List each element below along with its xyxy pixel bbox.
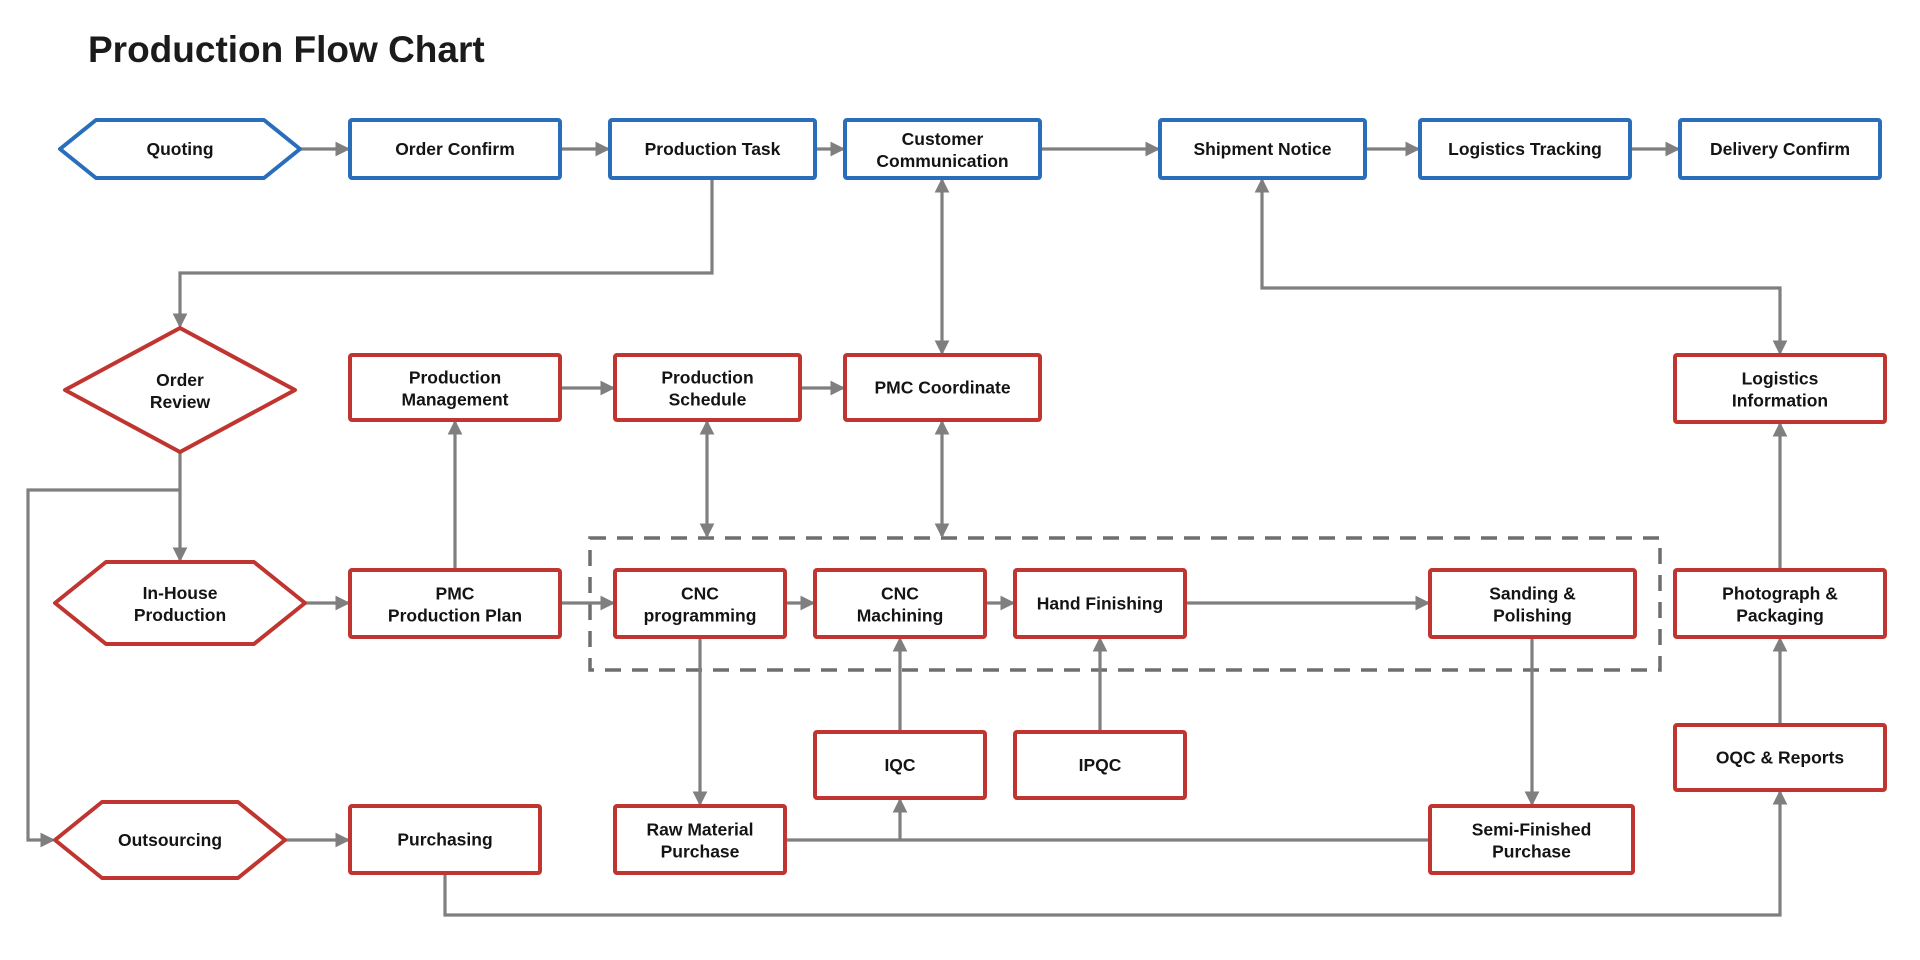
node-label: Shipment Notice (1193, 139, 1331, 159)
logistics-tracking-shape (1418, 118, 1632, 180)
node-label: Outsourcing (118, 830, 222, 850)
edge-purchasing-to-oqc-reports (443, 789, 1788, 917)
node-label: Photograph &Packaging (1722, 584, 1838, 626)
order-review-shape (63, 326, 297, 454)
order-confirm-shape (348, 118, 562, 180)
node-label: IPQC (1079, 755, 1122, 775)
production-task-shape (608, 118, 817, 180)
edge-order-review-branch-to-outsourcing (26, 488, 180, 848)
node-label: Order Confirm (395, 139, 515, 159)
page-title: Production Flow Chart (88, 29, 485, 70)
outsourcing-shape (53, 800, 287, 880)
edge-shipment-notice-logistics-information-link (1254, 177, 1788, 356)
node-label: Purchasing (397, 830, 492, 850)
shipment-notice-shape (1158, 118, 1367, 180)
pmc-production-plan-shape (348, 568, 562, 639)
cnc-machining-shape (813, 568, 987, 639)
delivery-confirm-shape (1678, 118, 1882, 180)
node-label: Hand Finishing (1037, 594, 1163, 614)
iqc-shape (813, 730, 987, 800)
node-label: OQC & Reports (1716, 748, 1845, 768)
logistics-information-shape (1673, 353, 1887, 424)
purchasing-shape (348, 804, 542, 875)
cnc-programming-shape (613, 568, 787, 639)
node-logistics-tracking: Logistics Tracking (1418, 118, 1632, 180)
node-label: Logistics Tracking (1448, 139, 1602, 159)
node-hand-finishing: Hand Finishing (1013, 568, 1187, 639)
edge-production-task-to-order-review (172, 178, 714, 329)
sanding-polishing-shape (1428, 568, 1637, 639)
node-outsourcing: Outsourcing (53, 800, 287, 880)
node-label: IQC (884, 755, 915, 775)
node-oqc-reports: OQC & Reports (1673, 723, 1887, 792)
node-order-confirm: Order Confirm (348, 118, 562, 180)
pmc-coordinate-shape (843, 353, 1042, 422)
in-house-production-shape (53, 560, 307, 646)
ipqc-shape (1013, 730, 1187, 800)
production-management-shape (348, 353, 562, 422)
node-purchasing: Purchasing (348, 804, 542, 875)
node-production-task: Production Task (608, 118, 817, 180)
node-photograph-packaging: Photograph &Packaging (1673, 568, 1887, 639)
node-iqc: IQC (813, 730, 987, 800)
node-pmc-coordinate: PMC Coordinate (843, 353, 1042, 422)
hand-finishing-shape (1013, 568, 1187, 639)
nodes-layer: Quoting Order Confirm Production Task Custo… (53, 118, 1887, 880)
semi-finished-purchase-shape (1428, 804, 1635, 875)
node-sanding-polishing: Sanding &Polishing (1428, 568, 1637, 639)
oqc-reports-shape (1673, 723, 1887, 792)
customer-communication-shape (843, 118, 1042, 180)
node-shipment-notice: Shipment Notice (1158, 118, 1367, 180)
node-label: Sanding &Polishing (1489, 584, 1576, 626)
quoting-shape (58, 118, 302, 180)
node-quoting: Quoting (58, 118, 302, 180)
edges-layer (26, 141, 1788, 917)
node-label: PMC Coordinate (874, 378, 1010, 398)
node-label: Production Task (645, 139, 781, 159)
production-schedule-shape (613, 353, 802, 422)
node-ipqc: IPQC (1013, 730, 1187, 800)
raw-material-purchase-shape (613, 804, 787, 875)
node-label: Quoting (146, 139, 213, 159)
node-label: Delivery Confirm (1710, 139, 1850, 159)
photograph-packaging-shape (1673, 568, 1887, 639)
node-delivery-confirm: Delivery Confirm (1678, 118, 1882, 180)
